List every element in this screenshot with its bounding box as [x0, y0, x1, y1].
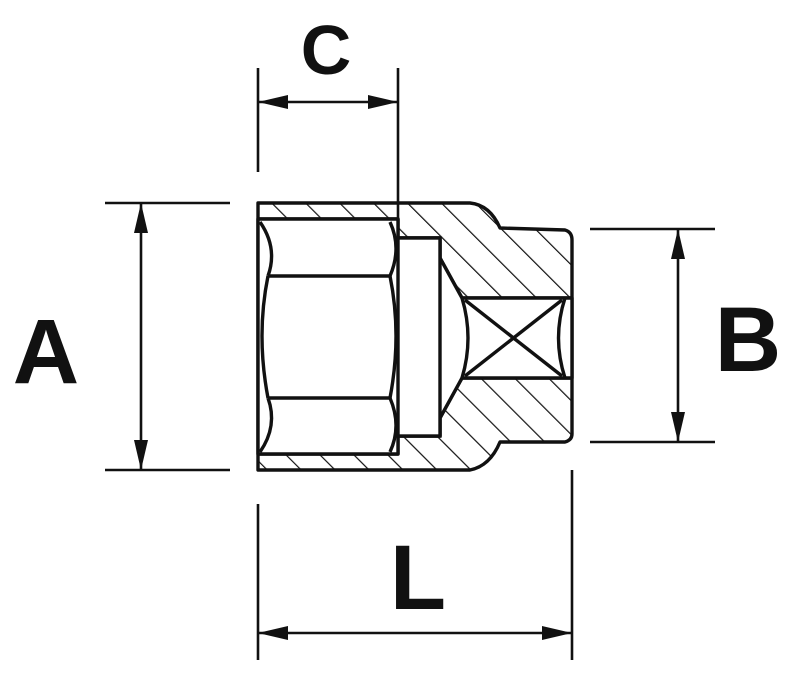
dimension-label-a: A: [12, 301, 80, 403]
dimension-a: [105, 201, 230, 472]
dimension-label-l: L: [389, 527, 447, 629]
hex-faces: [258, 221, 398, 453]
dimension-label-b: B: [714, 289, 782, 391]
square-drive: [460, 297, 567, 379]
dimension-c: [256, 68, 400, 238]
retaining-groove: [396, 236, 442, 438]
dimension-l: [256, 470, 574, 660]
dimension-label-c: C: [300, 11, 352, 89]
dimension-b: [590, 227, 715, 444]
